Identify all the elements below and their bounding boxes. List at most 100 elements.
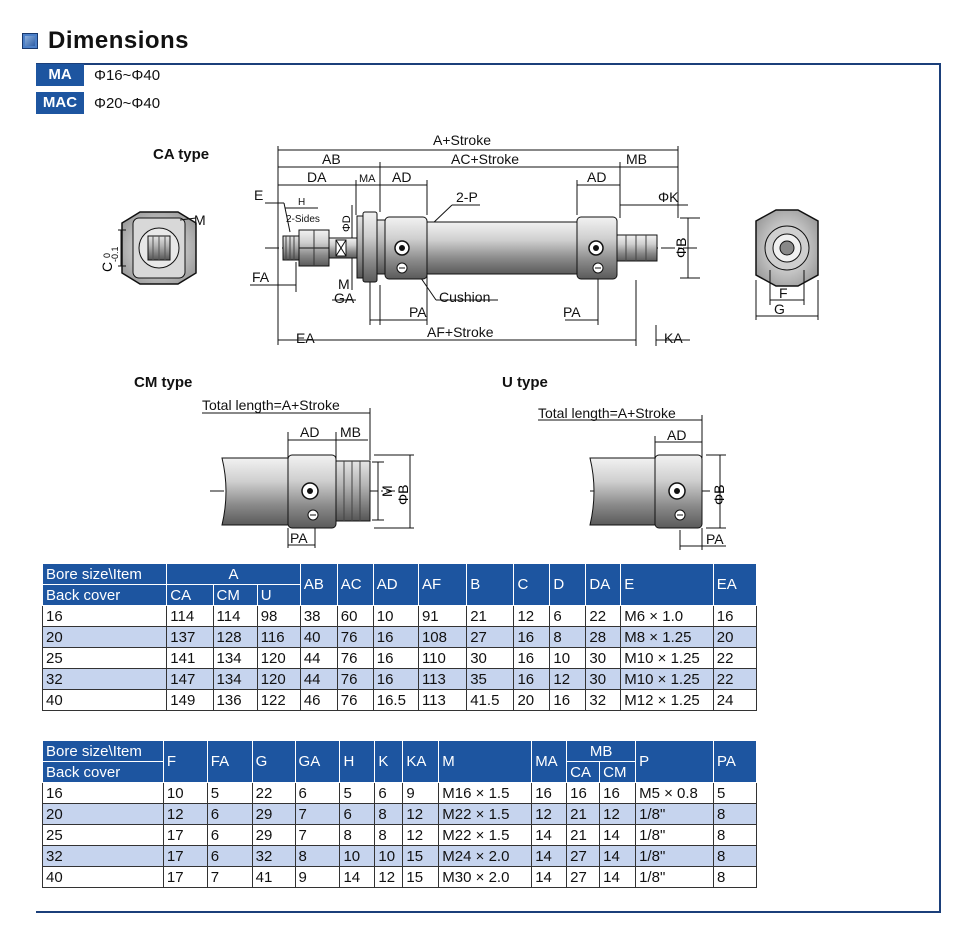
table2-g-header: G [251, 740, 296, 783]
table-cell: 10 [162, 782, 208, 804]
u-ad-label: AD [667, 427, 686, 443]
table2-ga-header: GA [294, 740, 341, 783]
model-badge-mac: MAC [36, 92, 84, 114]
table-cell: 60 [336, 605, 374, 627]
table-cell: 134 [212, 668, 258, 690]
table1-a-header: A [166, 563, 301, 585]
cm-mb-label: MB [340, 424, 361, 440]
table-cell: 12 [599, 803, 637, 825]
u-pa-label: PA [706, 531, 724, 547]
table-cell: 12 [402, 803, 440, 825]
label-af-stroke: AF+Stroke [427, 324, 494, 340]
table-cell: 16 [599, 782, 637, 804]
table-cell: M24 × 2.0 [438, 845, 533, 867]
table-cell: 120 [256, 647, 301, 669]
table-cell: M22 × 1.5 [438, 824, 533, 846]
ca-type-label: CA type [153, 146, 210, 163]
table-cell: 16 [712, 605, 758, 627]
table-cell: 20 [712, 626, 758, 648]
table-cell: 6 [549, 605, 587, 627]
table-cell: 5 [713, 782, 757, 804]
table-cell: 29 [251, 803, 296, 825]
table-cell: 1/8" [635, 866, 715, 888]
table-cell: 22 [251, 782, 296, 804]
label-mb: MB [626, 151, 647, 167]
table-cell: 35 [466, 668, 515, 690]
table-cell: 76 [336, 626, 374, 648]
table-cell: 41.5 [466, 689, 515, 711]
label-ma: MA [359, 173, 376, 185]
label-a-stroke: A+Stroke [433, 132, 491, 148]
table-cell: 7 [294, 803, 341, 825]
table-cell: 12 [549, 668, 587, 690]
table-cell: 22 [712, 668, 758, 690]
table1-e-header: E [620, 563, 714, 606]
table-cell: 20 [513, 689, 551, 711]
table1-bore-header: Bore size\Item [41, 563, 168, 585]
table-cell: 14 [599, 824, 637, 846]
label-da: DA [307, 169, 327, 185]
table-cell: 30 [466, 647, 515, 669]
table-cell: 22 [585, 605, 622, 627]
table-cell: 1/8" [635, 824, 715, 846]
table-cell: 114 [166, 605, 214, 627]
table-cell: 44 [299, 668, 338, 690]
label-ad: AD [392, 169, 411, 185]
table-cell: 21 [566, 803, 601, 825]
table-cell: 16 [549, 689, 587, 711]
cm-m-label: M [379, 485, 395, 497]
table-cell: 17 [162, 845, 208, 867]
table-cell: 122 [256, 689, 301, 711]
model-row-mac: MAC Φ20~Φ40 [36, 92, 160, 114]
table-cell: 30 [585, 668, 622, 690]
section-header: Dimensions [22, 26, 189, 56]
table-cell: 10 [339, 845, 376, 867]
table2-pa-header: PA [713, 740, 757, 783]
table-cell: 16.5 [372, 689, 419, 711]
table-cell: 16 [42, 782, 164, 804]
model-range-mac: Φ20~Φ40 [94, 94, 161, 112]
table-cell: 8 [374, 803, 404, 825]
table2-fa-header: FA [206, 740, 253, 783]
table-cell: 29 [251, 824, 296, 846]
table2-back-cover-header: Back cover [42, 761, 164, 783]
table-cell: 14 [531, 866, 568, 888]
table-cell: 10 [374, 845, 404, 867]
table-cell: 7 [206, 866, 253, 888]
table-cell: M22 × 1.5 [438, 803, 533, 825]
table-cell: 16 [513, 626, 551, 648]
page-title: Dimensions [48, 27, 190, 54]
table2-ca-header: CA [566, 761, 601, 783]
table-cell: 32 [251, 845, 296, 867]
cm-ad-label: AD [300, 424, 319, 440]
table-cell: 20 [41, 626, 168, 648]
table1-cm-header: CM [212, 584, 258, 606]
table2-ma-header: MA [531, 740, 568, 783]
table-cell: 41 [251, 866, 296, 888]
u-total-length-label: Total length=A+Stroke [538, 405, 676, 421]
model-range-ma: Φ16~Φ40 [94, 66, 161, 84]
u-phib-label: ΦB [711, 484, 727, 505]
table-cell: 16 [566, 782, 601, 804]
label-f: F [779, 285, 788, 301]
table1-ca-header: CA [166, 584, 214, 606]
table-cell: 108 [417, 626, 468, 648]
table1-ad-header: AD [372, 563, 419, 606]
label-c-tol-lower: -0.1 [110, 246, 120, 262]
table-cell: 8 [713, 845, 757, 867]
table-cell: 12 [402, 824, 440, 846]
label-ab: AB [322, 151, 341, 167]
table-cell: 9 [294, 866, 341, 888]
table1-d-header: D [549, 563, 587, 606]
table2-cm-header: CM [599, 761, 637, 783]
table-cell: 16 [41, 605, 168, 627]
table1-u-header: U [256, 584, 301, 606]
table-cell: 16 [372, 647, 419, 669]
table-cell: 8 [294, 845, 341, 867]
